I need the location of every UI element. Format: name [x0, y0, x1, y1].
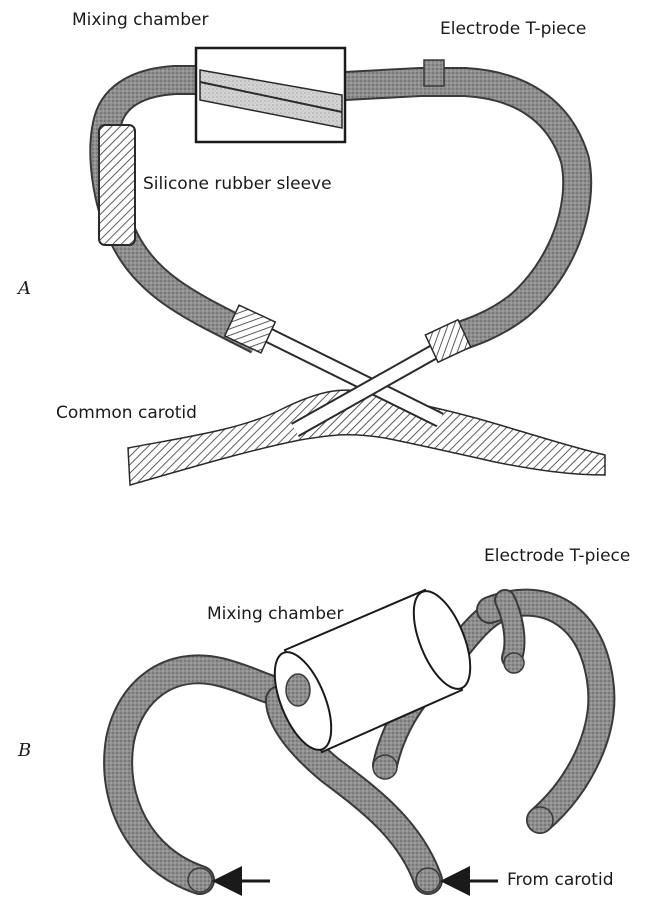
label-b-electrode-tpiece: Electrode T-piece	[484, 548, 630, 565]
label-b-mixing-chamber: Mixing chamber	[207, 606, 343, 623]
panel-b	[118, 584, 601, 892]
label-a-common-carotid: Common carotid	[56, 405, 197, 422]
label-a-mixing-chamber: Mixing chamber	[72, 12, 208, 29]
label-a-electrode-tpiece: Electrode T-piece	[440, 21, 586, 38]
electrode-tpiece-stub	[424, 60, 444, 86]
label-a-silicone-sleeve: Silicone rubber sleeve	[143, 176, 332, 193]
silicone-sleeve	[99, 125, 135, 245]
panel-letter-a: A	[18, 280, 31, 298]
label-b-from-carotid: From carotid	[507, 872, 613, 889]
common-carotid-artery	[128, 390, 605, 485]
panel-letter-b: B	[18, 742, 31, 760]
